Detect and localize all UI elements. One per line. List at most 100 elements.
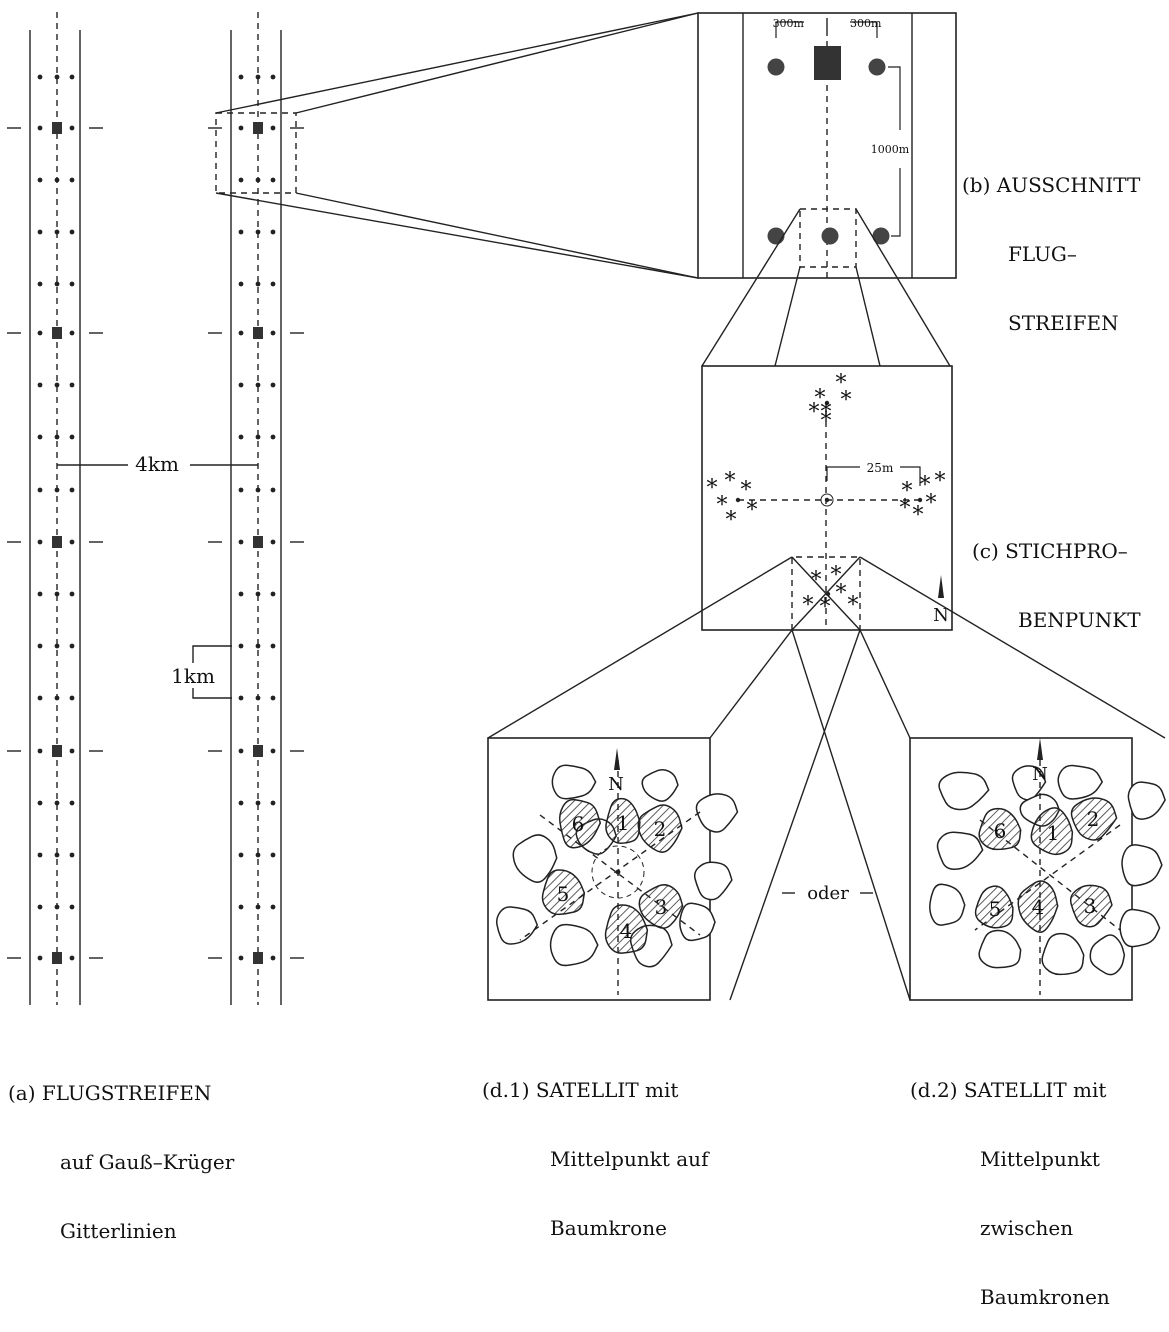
tree-number: 1 (1047, 821, 1060, 845)
hatched-tree-crown (541, 869, 586, 916)
dot (255, 800, 261, 806)
dot (238, 125, 244, 131)
dot (37, 955, 43, 961)
dot (37, 695, 43, 701)
north-label: N (608, 774, 624, 795)
dot (54, 281, 60, 287)
grid-intersection-marker (253, 122, 263, 134)
dot (270, 852, 276, 858)
tree-crown (1011, 765, 1047, 801)
tree-star-icon: * (920, 473, 931, 498)
tree-star-icon: * (836, 371, 847, 396)
dot (255, 591, 261, 597)
label-a-line3: Gitterlinien (60, 1219, 177, 1243)
hatched-tree-crown (605, 797, 641, 844)
north-arrow-icon (938, 575, 944, 598)
dim-right-offset: 300m (850, 17, 882, 30)
zoom-ray (701, 208, 801, 367)
dot (238, 852, 244, 858)
zoom-ray (215, 12, 699, 114)
tree-number: 3 (655, 895, 668, 919)
zoom-ray (295, 12, 699, 114)
cluster-dot (868, 58, 886, 76)
cluster-dot (767, 58, 785, 76)
tree-star-icon: * (803, 593, 814, 618)
label-d1-line2: Mittelpunkt auf (550, 1147, 709, 1171)
dot (54, 434, 60, 440)
north-label: N (933, 605, 949, 626)
dot (270, 904, 276, 910)
hatched-tree-crown (558, 798, 602, 849)
dot (69, 434, 75, 440)
hatched-tree-crown (637, 804, 683, 853)
dot (255, 434, 261, 440)
dot (238, 904, 244, 910)
dot (238, 643, 244, 649)
dot (238, 695, 244, 701)
zoom-ray (855, 266, 881, 367)
dot (37, 852, 43, 858)
dot (37, 74, 43, 80)
label-c-line1: STICHPRO– (1005, 539, 1128, 563)
tree-star-icon: * (831, 563, 842, 588)
label-d1: (d.1) SATELLIT mit Mittelpunkt auf Baumk… (482, 1033, 708, 1263)
tree-crown (1057, 764, 1104, 800)
zoom-ray (791, 629, 911, 1001)
center-dot (824, 497, 830, 503)
satellite-ring (591, 845, 645, 899)
dot (69, 539, 75, 545)
tree-star-icon: * (821, 409, 832, 434)
dot (37, 643, 43, 649)
tree-number: 6 (572, 812, 585, 836)
tree-star-icon: * (848, 593, 859, 618)
tree-crown (679, 902, 716, 942)
tree-star-icon: * (900, 496, 911, 521)
center-ring (820, 493, 834, 507)
dot (270, 695, 276, 701)
dot (270, 487, 276, 493)
label-c-code: (c) (972, 539, 999, 563)
grid-intersection-square (814, 46, 841, 80)
dot (37, 748, 43, 754)
dot (270, 800, 276, 806)
dot (255, 487, 261, 493)
dot (69, 800, 75, 806)
dim-vertical-distance: 1000m (871, 143, 910, 156)
tree-crown (693, 861, 733, 901)
dot (255, 643, 261, 649)
label-d1-line1: SATELLIT mit (535, 1078, 679, 1102)
bracket (888, 66, 901, 130)
bracket (850, 21, 878, 38)
dot (270, 643, 276, 649)
hatched-tree-crown (638, 884, 684, 929)
grid-intersection-marker (52, 122, 62, 134)
sample-point-source-box (799, 208, 857, 268)
north-arrow-icon (614, 748, 620, 770)
north-arrow-icon (1037, 738, 1043, 760)
cluster-dot (767, 227, 785, 245)
dot (37, 434, 43, 440)
dot (54, 800, 60, 806)
label-a: (a) FLUGSTREIFEN auf Gauß–Krüger Gitterl… (8, 1036, 234, 1266)
tree-crown (549, 923, 599, 967)
tree-star-icon: * (926, 491, 937, 516)
dot (69, 955, 75, 961)
grid-intersection-marker (52, 745, 62, 757)
bracket (826, 466, 860, 481)
zoom-ray (709, 629, 793, 739)
dot (69, 125, 75, 131)
tree-crown (1127, 781, 1166, 820)
tree-star-icon: * (726, 508, 737, 533)
dot (238, 800, 244, 806)
dot (37, 281, 43, 287)
bracket (192, 645, 232, 663)
tree-star-icon: * (717, 493, 728, 518)
grid-intersection-marker (52, 952, 62, 964)
dim-strip-spacing: 4km (135, 452, 179, 476)
satellite-north (824, 400, 830, 406)
satellite-west (735, 497, 741, 503)
dot (238, 177, 244, 183)
